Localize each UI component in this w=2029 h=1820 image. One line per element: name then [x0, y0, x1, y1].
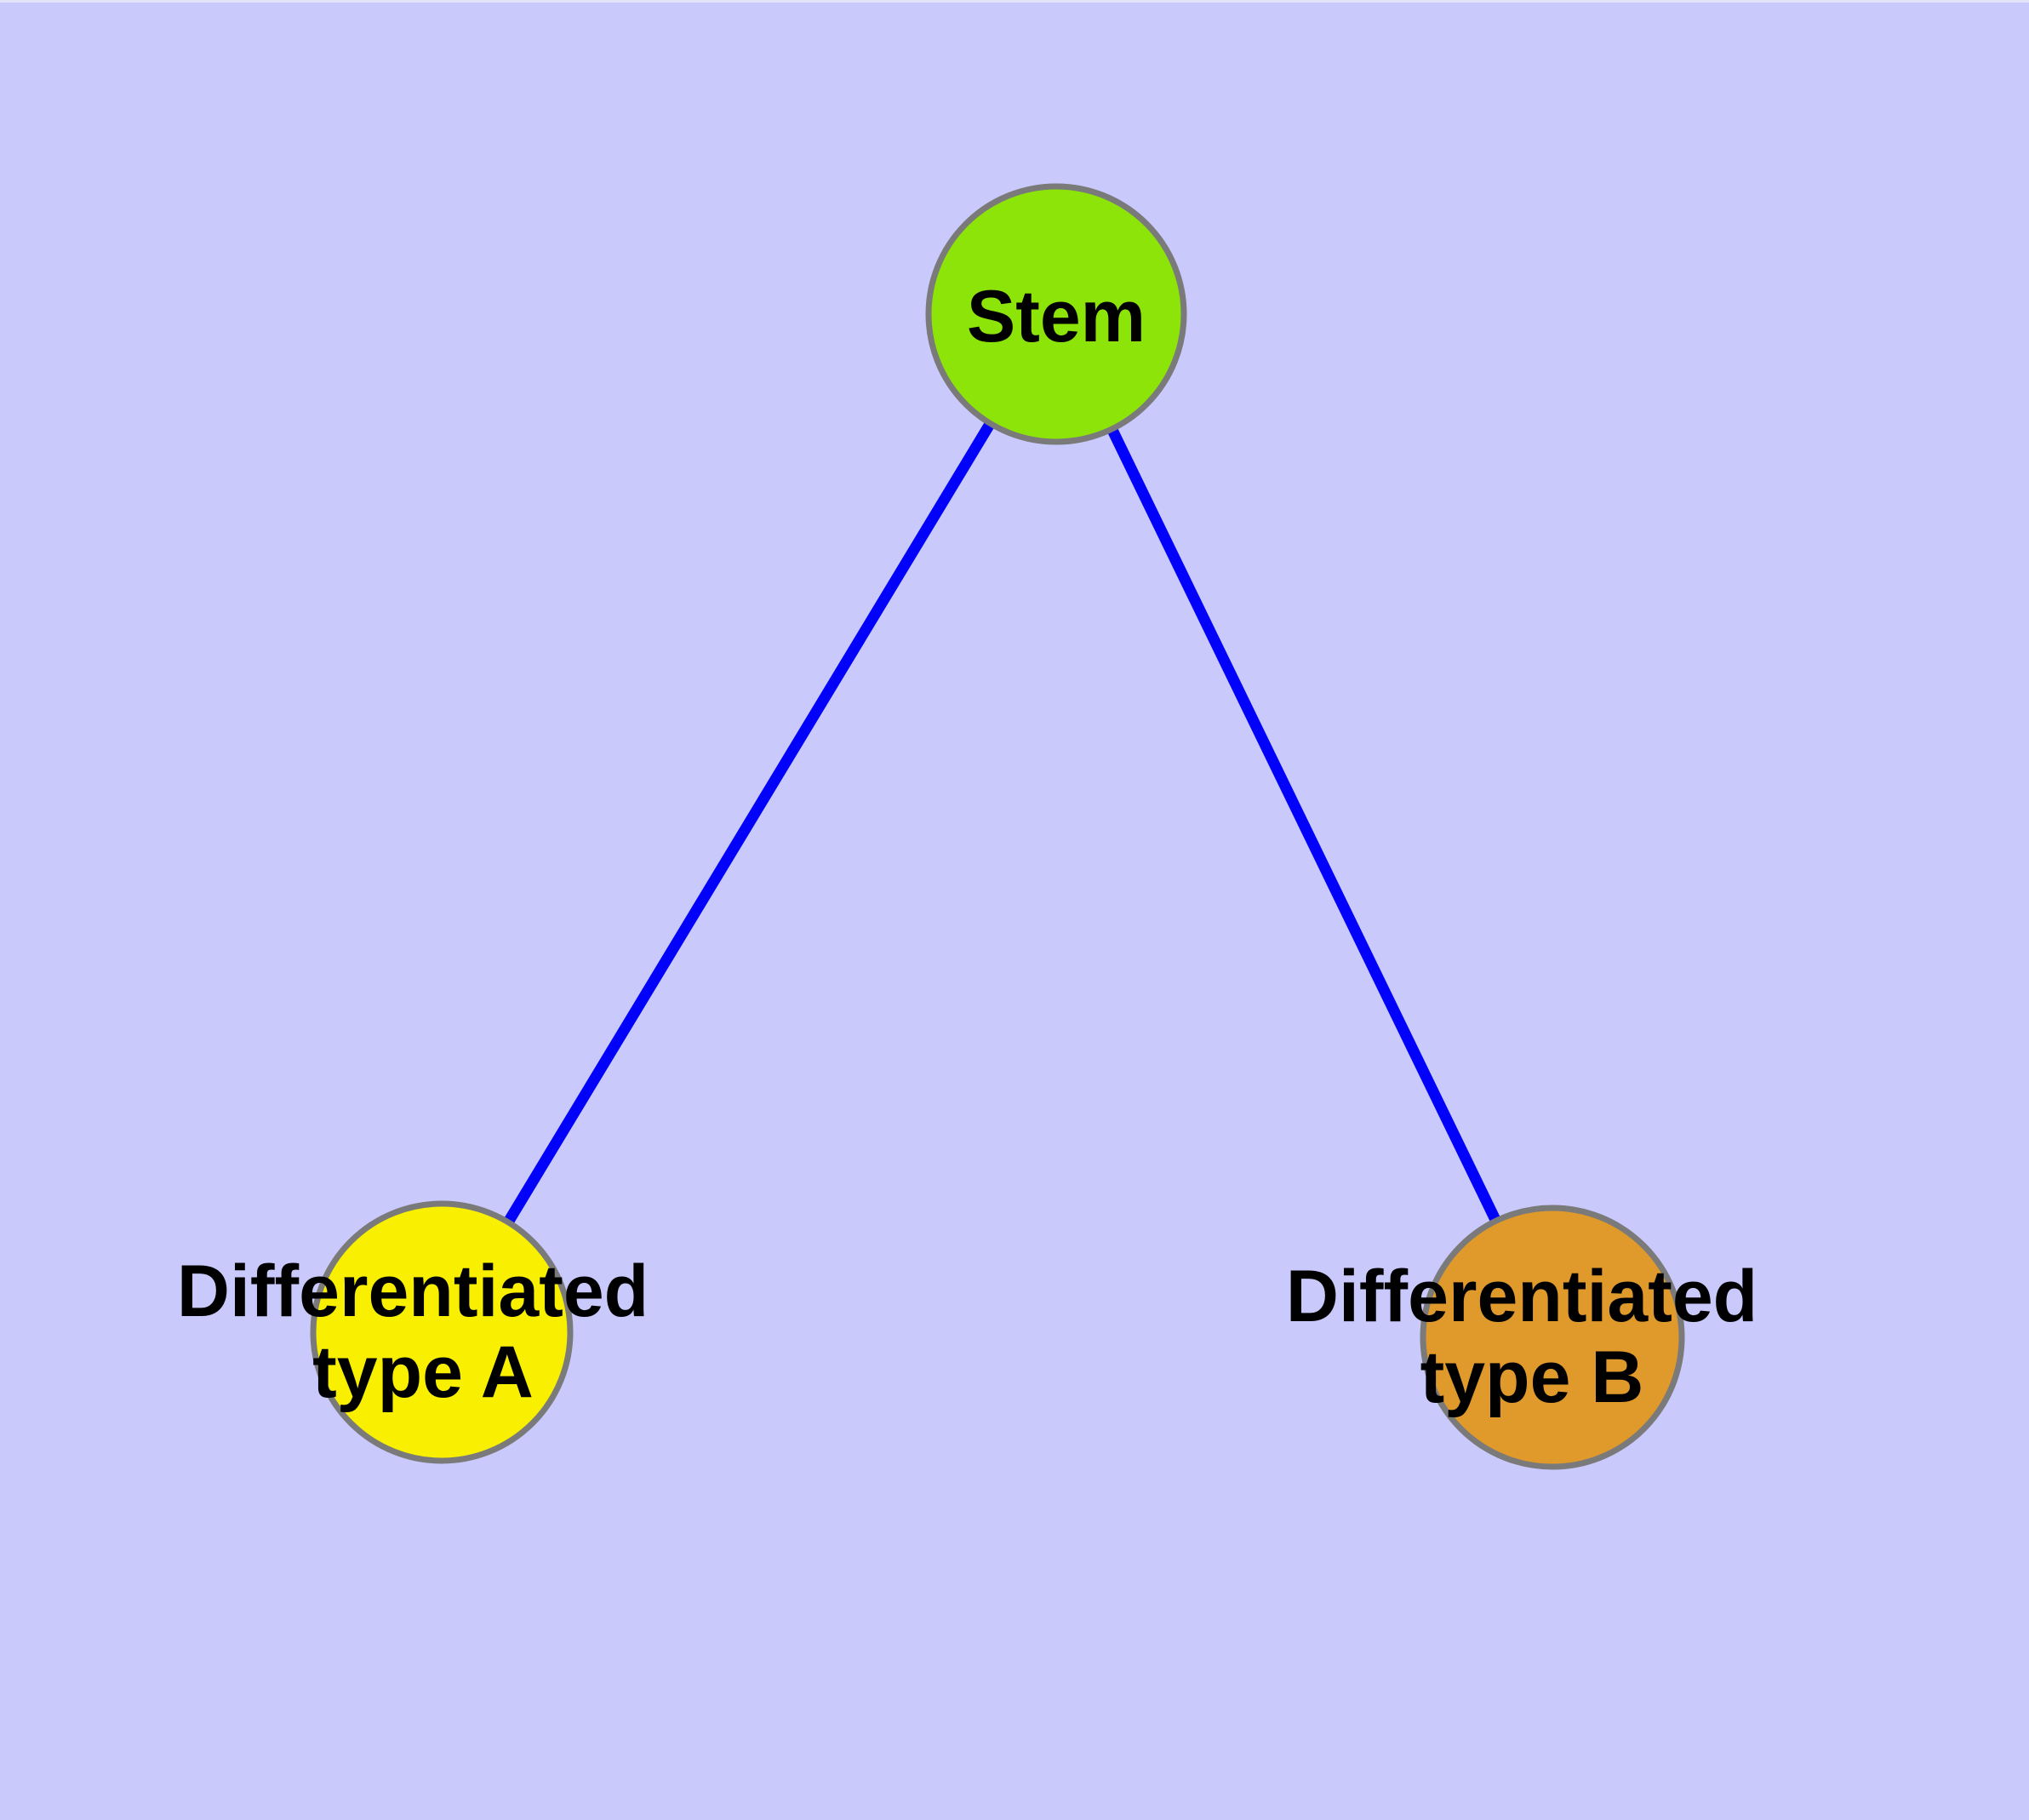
node-differentiated-type-a: Differentiated type A: [177, 1200, 669, 1464]
edge-stem-to-type-a: [437, 311, 1061, 1336]
edge-stem-to-type-b: [1051, 312, 1557, 1340]
top-edge-strip: [0, 0, 2029, 3]
node-type-a-label: Differentiated type A: [177, 1251, 669, 1413]
node-stem-label: Stem: [967, 276, 1146, 358]
node-type-a-label-line1: Differentiated: [177, 1251, 649, 1332]
node-differentiated-type-b: Differentiated type B: [1286, 1205, 1778, 1470]
node-type-b-circle: [1420, 1205, 1685, 1470]
node-type-b-label: Differentiated type B: [1286, 1256, 1778, 1418]
node-type-b-label-line1: Differentiated: [1286, 1256, 1758, 1337]
node-type-a-label-line2: type A: [312, 1331, 534, 1413]
node-type-b-label-line2: type B: [1420, 1336, 1644, 1418]
node-stem: Stem: [925, 183, 1187, 445]
node-stem-circle: [925, 183, 1187, 445]
node-type-a-circle: [310, 1200, 574, 1464]
